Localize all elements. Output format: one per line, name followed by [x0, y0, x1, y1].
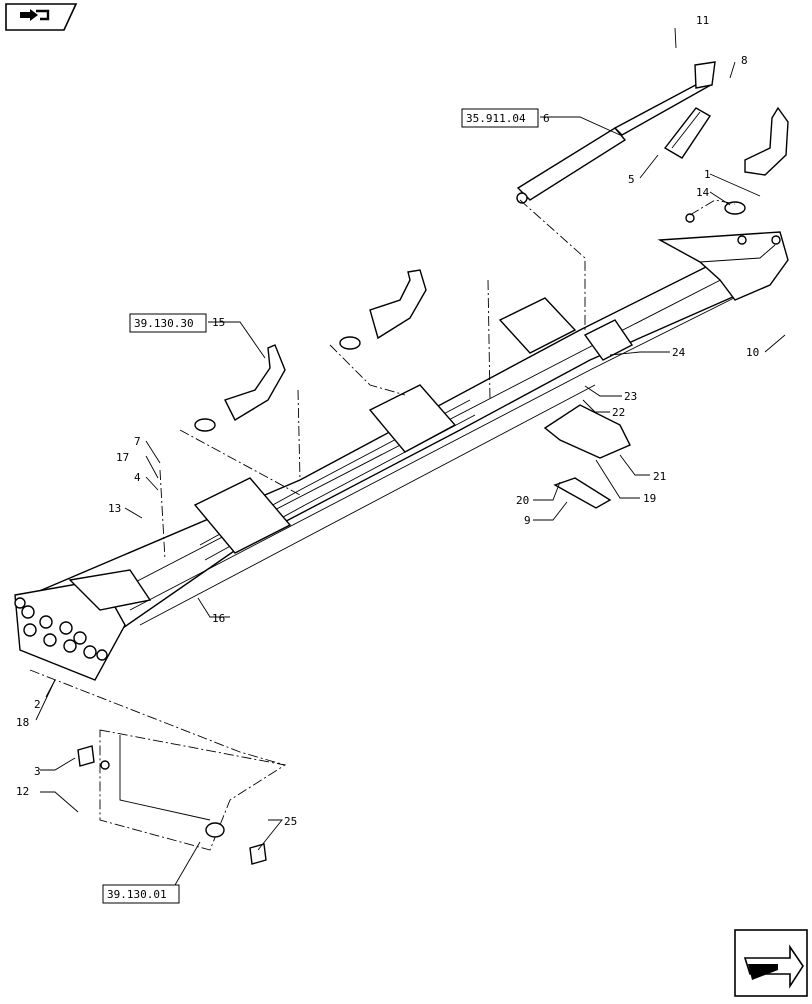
counterweight-block — [99, 729, 287, 851]
callout-15: 15 — [212, 316, 225, 329]
callout-5: 5 — [628, 173, 635, 186]
callout-22: 22 — [612, 406, 625, 419]
callout-10: 10 — [746, 346, 759, 359]
bushing-part-3 — [77, 745, 95, 767]
svg-text:39.130.30: 39.130.30 — [134, 317, 194, 330]
ref-box-39-130-30[interactable]: 39.130.30 — [129, 313, 207, 333]
callout-6: 6 — [543, 112, 550, 125]
callout-20: 20 — [516, 494, 529, 507]
callout-7: 7 — [134, 435, 141, 448]
callout-labels: 11 8 6 5 1 14 15 7 17 4 13 16 2 18 3 12 … — [16, 14, 759, 828]
boom-assembly — [14, 213, 789, 681]
callout-24: 24 — [672, 346, 686, 359]
callout-1: 1 — [704, 168, 711, 181]
callout-21: 21 — [653, 470, 666, 483]
hose-connector-middle — [339, 269, 427, 350]
svg-text:35.911.04: 35.911.04 — [466, 112, 526, 125]
center-lines — [29, 199, 736, 766]
callout-8: 8 — [741, 54, 748, 67]
bushing-part-25 — [249, 843, 267, 865]
ref-box-35-911-04[interactable]: 35.911.04 — [461, 108, 539, 128]
ref-box-39-130-01[interactable]: 39.130.01 — [102, 884, 180, 904]
callout-19: 19 — [643, 492, 656, 505]
callout-17: 17 — [116, 451, 129, 464]
callout-13: 13 — [108, 502, 121, 515]
forward-nav-button[interactable] — [734, 929, 808, 997]
callout-12: 12 — [16, 785, 29, 798]
back-nav-button[interactable] — [5, 3, 78, 31]
back-arrow-icon — [20, 9, 50, 21]
callout-14: 14 — [696, 186, 710, 199]
callout-25: 25 — [284, 815, 297, 828]
callout-2: 2 — [34, 698, 41, 711]
svg-text:39.130.01: 39.130.01 — [107, 888, 167, 901]
callout-9: 9 — [524, 514, 531, 527]
callout-3: 3 — [34, 765, 41, 778]
callout-16: 16 — [212, 612, 225, 625]
cylinder-bracket — [663, 107, 711, 159]
callout-11: 11 — [696, 14, 709, 27]
callout-18: 18 — [16, 716, 29, 729]
forward-arrow-icon — [743, 944, 804, 989]
hose-connector-left — [194, 344, 286, 432]
callout-4: 4 — [134, 471, 141, 484]
callout-23: 23 — [624, 390, 637, 403]
leader-lines — [35, 27, 786, 886]
hose-connector-right — [724, 106, 789, 215]
hydraulic-cylinder — [516, 61, 716, 204]
mounting-bracket — [543, 404, 631, 509]
